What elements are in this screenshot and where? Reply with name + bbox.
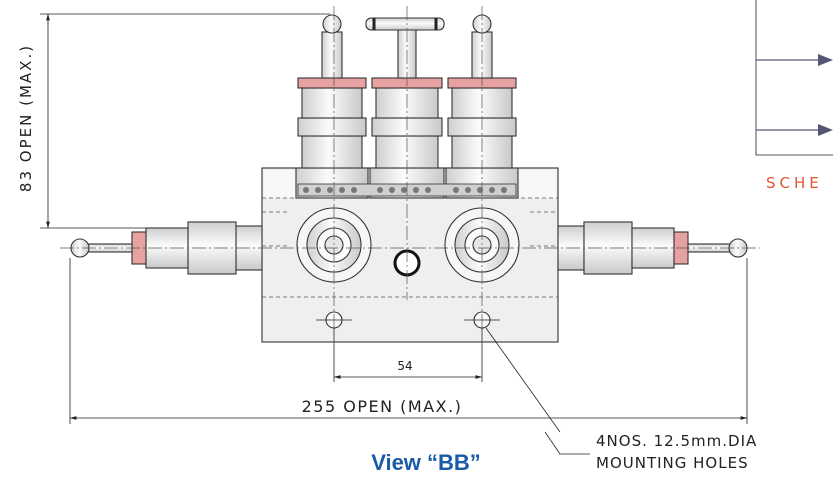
valve-stem-left (295, 14, 369, 199)
view-title: View “BB” (371, 450, 481, 475)
centre-lines (60, 6, 760, 345)
hole-spacing-label: 54 (397, 359, 412, 373)
mounting-hole-note: 4NOS. 12.5mm.DIA MOUNTING HOLES (485, 327, 757, 472)
schematic-fragment: SCHE (755, 0, 833, 192)
valve-stem-center (365, 17, 445, 199)
right-connection (557, 221, 748, 275)
schematic-label: SCHE (766, 174, 823, 192)
height-label: 83 OPEN (MAX.) (17, 44, 35, 192)
width-label: 255 OPEN (MAX.) (302, 397, 463, 416)
schematic-arrow-top (818, 54, 833, 66)
height-dimension: 83 OPEN (MAX.) (17, 13, 330, 229)
width-dimension: 255 OPEN (MAX.) (69, 258, 748, 424)
schematic-arrow-bottom (818, 124, 833, 136)
hole-note-line2: MOUNTING HOLES (596, 454, 749, 472)
hole-note-line1: 4NOS. 12.5mm.DIA (596, 432, 757, 450)
